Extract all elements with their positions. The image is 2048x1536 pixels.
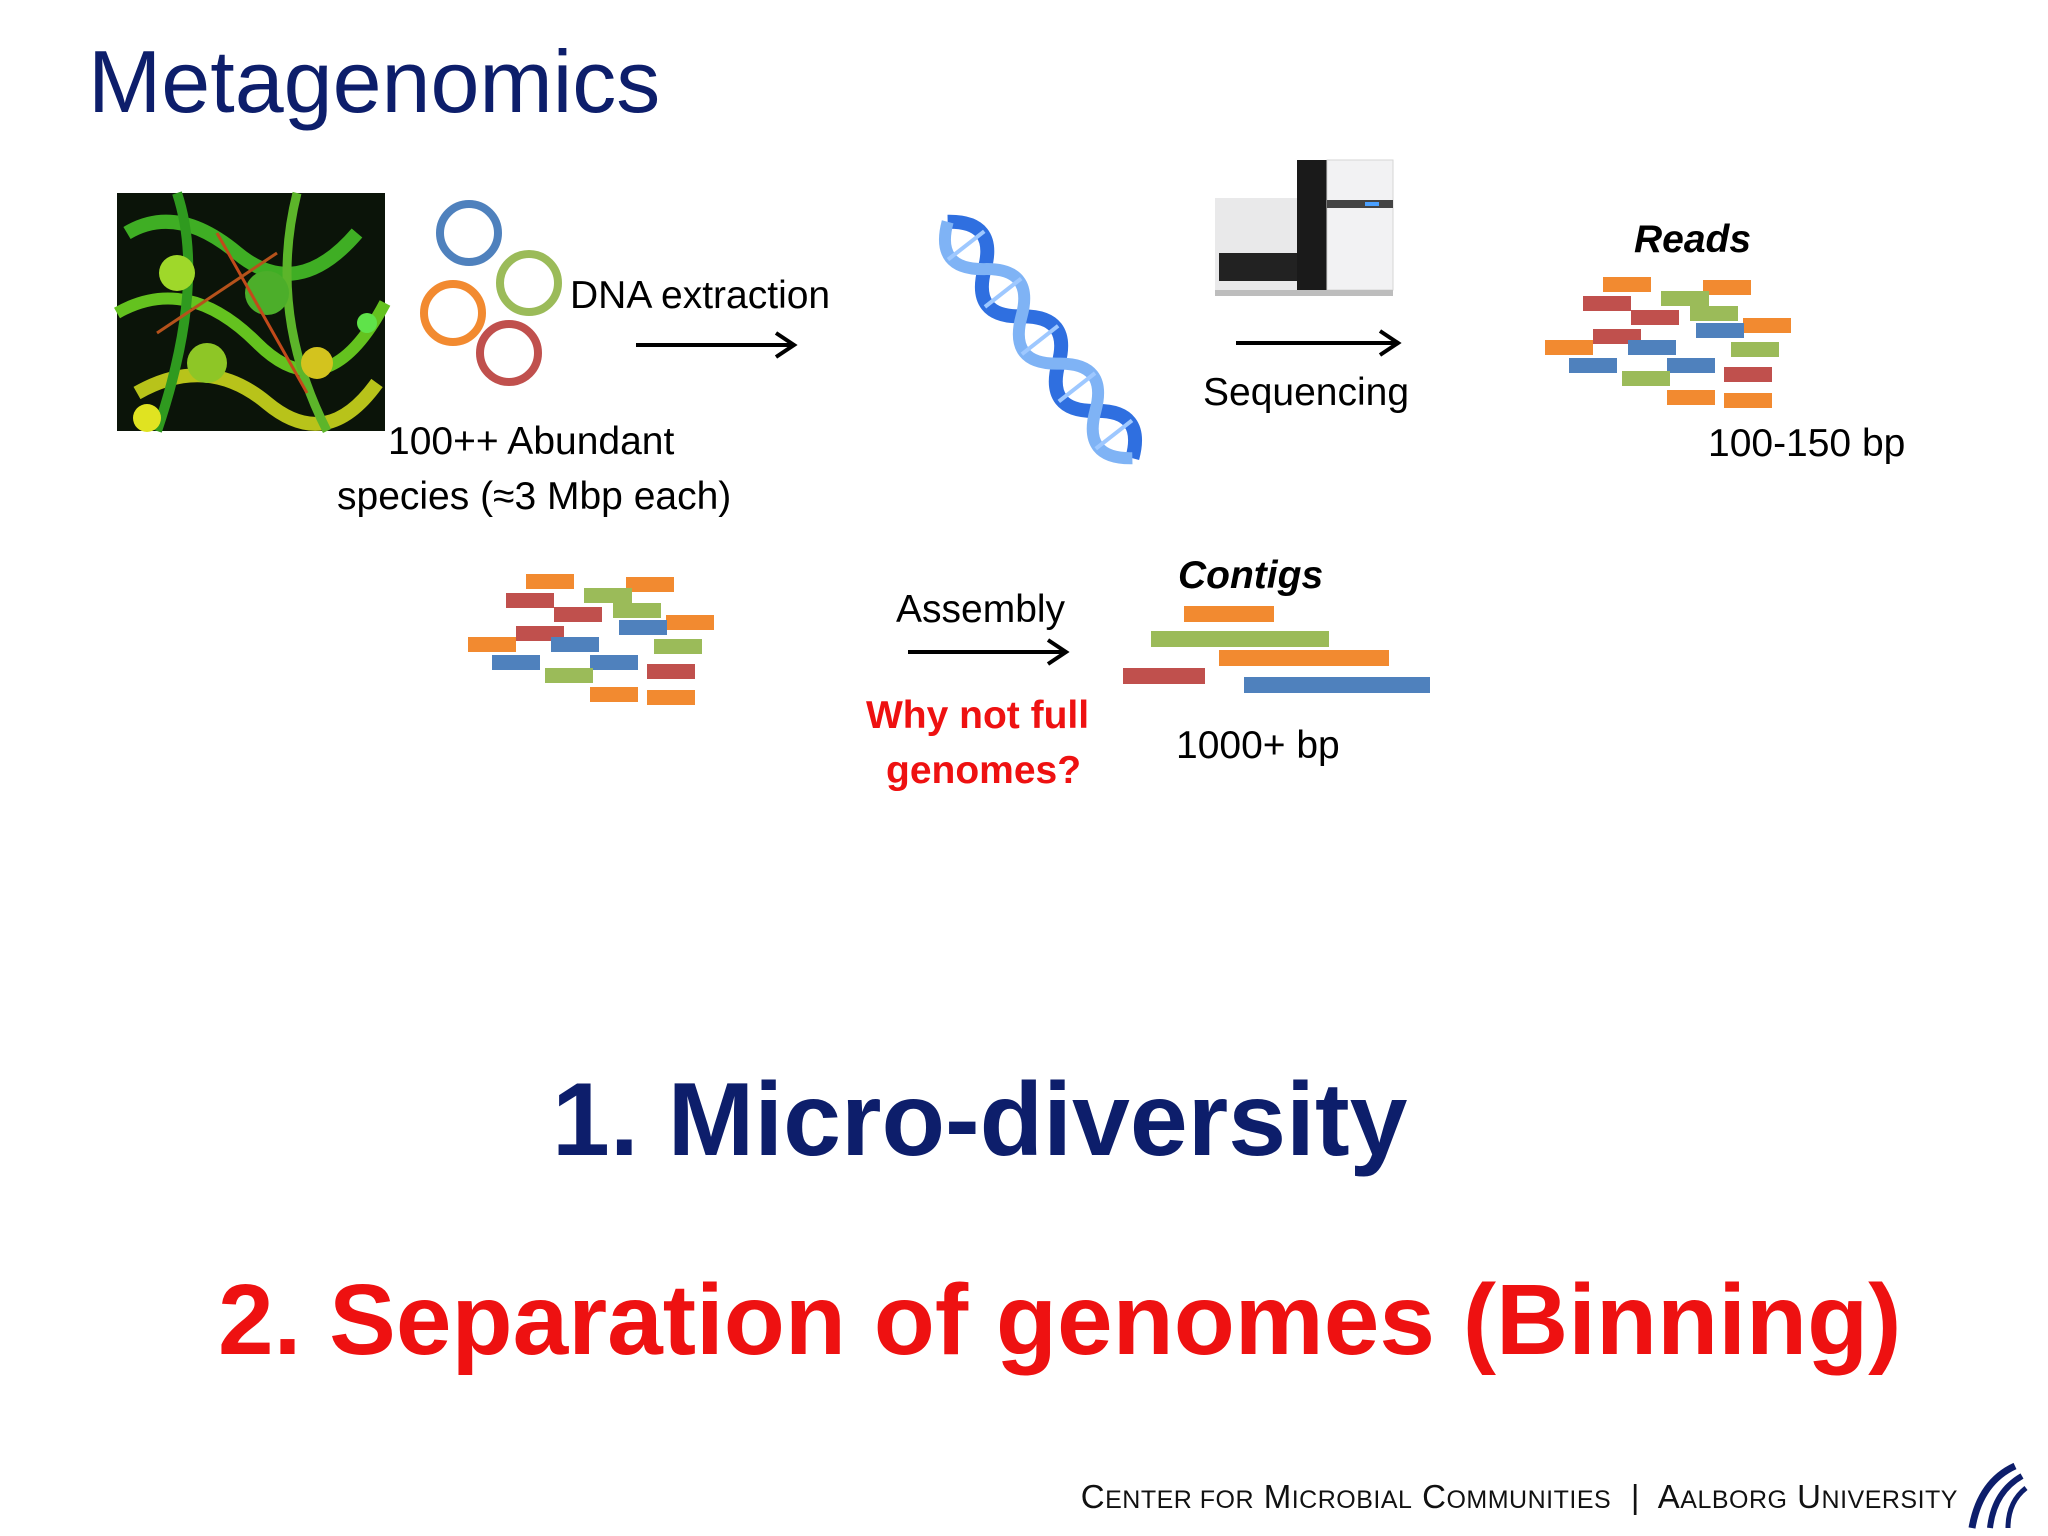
- contigs-bars: [1123, 606, 1430, 693]
- microscopy-image: [114, 191, 391, 434]
- abundant-species-line2: species (≈3 Mbp each): [337, 475, 732, 518]
- reads-length-label: 100-150 bp: [1708, 422, 1906, 465]
- contigs-length-label: 1000+ bp: [1176, 724, 1340, 767]
- point-micro-diversity: 1. Micro-diversity: [552, 1062, 1408, 1178]
- assembly-label: Assembly: [896, 588, 1066, 631]
- contigs-title: Contigs: [1178, 554, 1324, 597]
- abundant-species-line1: 100++ Abundant: [388, 420, 675, 463]
- arrow-extraction: [636, 331, 798, 359]
- reads-title: Reads: [1634, 218, 1752, 261]
- point-binning: 2. Separation of genomes (Binning): [218, 1264, 1902, 1376]
- arrow-sequencing: [1236, 329, 1402, 357]
- slide-title: Metagenomics: [88, 32, 661, 131]
- arrow-assembly: [908, 638, 1070, 666]
- circle-genomes-icon: [420, 200, 562, 386]
- question-line1: Why not full: [866, 694, 1090, 737]
- dna-helix-icon: [938, 214, 1143, 465]
- footer-affiliation: Center for Microbial Communities | Aalbo…: [1080, 1478, 1958, 1515]
- sequencer-machine-icon: [1215, 159, 1394, 296]
- question-line2: genomes?: [886, 749, 1082, 792]
- sequencing-label: Sequencing: [1203, 371, 1410, 414]
- aau-logo-icon: [1968, 1462, 2028, 1529]
- dna-extraction-label: DNA extraction: [570, 274, 831, 317]
- reads-bars: [1545, 277, 1791, 408]
- reads-bars-input: [468, 574, 714, 705]
